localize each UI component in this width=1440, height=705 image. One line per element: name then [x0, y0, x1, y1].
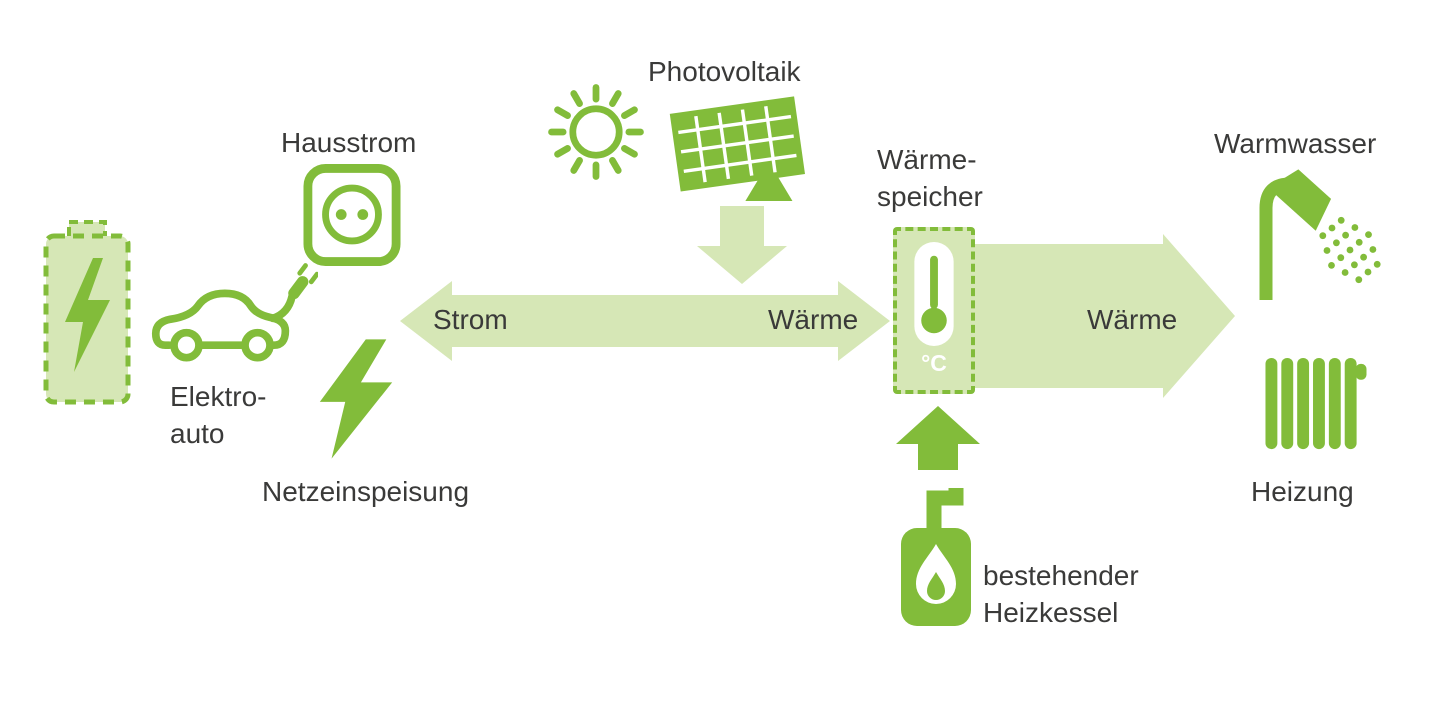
- label-heizkessel-line2: Heizkessel: [983, 597, 1119, 628]
- label-waermespeicher: Wärme- speicher: [877, 141, 983, 215]
- celsius-label: °C: [921, 350, 947, 376]
- label-photovoltaik: Photovoltaik: [648, 56, 801, 87]
- power-socket-icon: [303, 163, 401, 267]
- lightning-bolt-icon: [312, 338, 400, 460]
- label-elektroauto-line1: Elektro-: [170, 381, 267, 412]
- sun-icon: [538, 72, 654, 192]
- label-waermespeicher-line1: Wärme-: [877, 144, 977, 175]
- label-warmwasser: Warmwasser: [1214, 128, 1377, 159]
- thermometer-icon: [912, 240, 956, 348]
- pv-down-arrow: [697, 206, 787, 284]
- heat-storage-box: °C: [893, 227, 975, 394]
- flow-label-waerme-out: Wärme: [1087, 304, 1178, 335]
- label-heizkessel: bestehender Heizkessel: [983, 557, 1139, 631]
- shower-icon: [1252, 168, 1387, 303]
- label-waermespeicher-line2: speicher: [877, 181, 983, 212]
- flow-label-waerme-in: Wärme: [768, 304, 859, 335]
- bidirectional-flow-arrow: [400, 281, 890, 361]
- radiator-icon: [1263, 352, 1367, 456]
- label-heizkessel-line1: bestehender: [983, 560, 1139, 591]
- solar-panel-icon: [663, 90, 815, 205]
- label-heizung: Heizung: [1251, 476, 1354, 507]
- label-elektroauto-line2: auto: [170, 418, 225, 449]
- label-hausstrom: Hausstrom: [281, 127, 417, 158]
- heat-right-arrow: [975, 234, 1235, 398]
- electric-car-icon: [150, 258, 318, 370]
- boiler-up-arrow: [896, 406, 980, 470]
- label-netzeinspeisung: Netzeinspeisung: [262, 476, 470, 507]
- boiler-flame-icon: [898, 478, 976, 630]
- battery-icon: [43, 220, 131, 406]
- flow-label-strom: Strom: [433, 304, 508, 335]
- label-elektroauto: Elektro- auto: [170, 378, 266, 452]
